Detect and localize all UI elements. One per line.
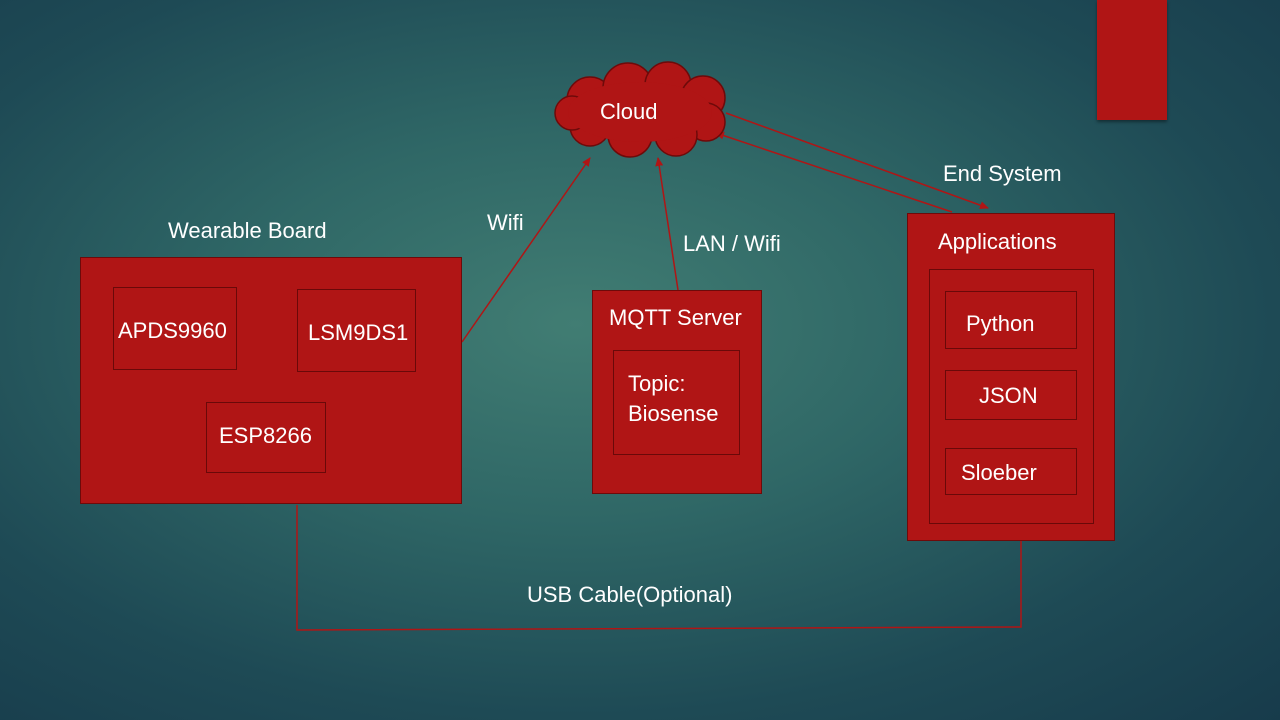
app-sloeber-label: Sloeber <box>961 460 1037 485</box>
lan-wifi-label: LAN / Wifi <box>683 231 781 256</box>
topic-line-1: Topic: <box>628 371 686 396</box>
end-system-title: End System <box>943 161 1062 186</box>
chip-apds9960-label: APDS9960 <box>118 318 227 343</box>
usb-cable-line <box>296 505 1022 631</box>
app-python: Python <box>945 291 1077 349</box>
end-to-cloud-line <box>715 131 953 213</box>
usb-cable-label: USB Cable(Optional) <box>527 582 733 607</box>
cloud-to-end-line <box>725 112 989 210</box>
wearable-board: APDS9960 LSM9DS1 ESP8266 <box>80 257 462 504</box>
mqtt-server-title: MQTT Server <box>609 305 742 330</box>
app-sloeber: Sloeber <box>945 448 1077 495</box>
accent-rectangle <box>1097 0 1167 120</box>
applications-title: Applications <box>938 229 1057 254</box>
cloud-label: Cloud <box>600 99 658 124</box>
chip-lsm9ds1: LSM9DS1 <box>297 289 416 372</box>
chip-esp8266: ESP8266 <box>206 402 326 473</box>
lan-link-line <box>655 157 679 291</box>
wifi-label: Wifi <box>487 210 524 235</box>
end-system-box: Applications Python JSON Sloeber <box>907 213 1115 541</box>
app-python-label: Python <box>966 311 1035 336</box>
app-json-label: JSON <box>979 383 1038 408</box>
app-json: JSON <box>945 370 1077 420</box>
topic-box: Topic: Biosense <box>613 350 740 455</box>
chip-apds9960: APDS9960 <box>113 287 237 370</box>
chip-esp8266-label: ESP8266 <box>219 423 312 448</box>
applications-container: Python JSON Sloeber <box>929 269 1094 524</box>
mqtt-server-box: MQTT Server Topic: Biosense <box>592 290 762 494</box>
wearable-board-title: Wearable Board <box>168 218 327 243</box>
chip-lsm9ds1-label: LSM9DS1 <box>308 320 409 345</box>
topic-line-2: Biosense <box>628 401 719 426</box>
wifi-link-line <box>461 157 591 343</box>
